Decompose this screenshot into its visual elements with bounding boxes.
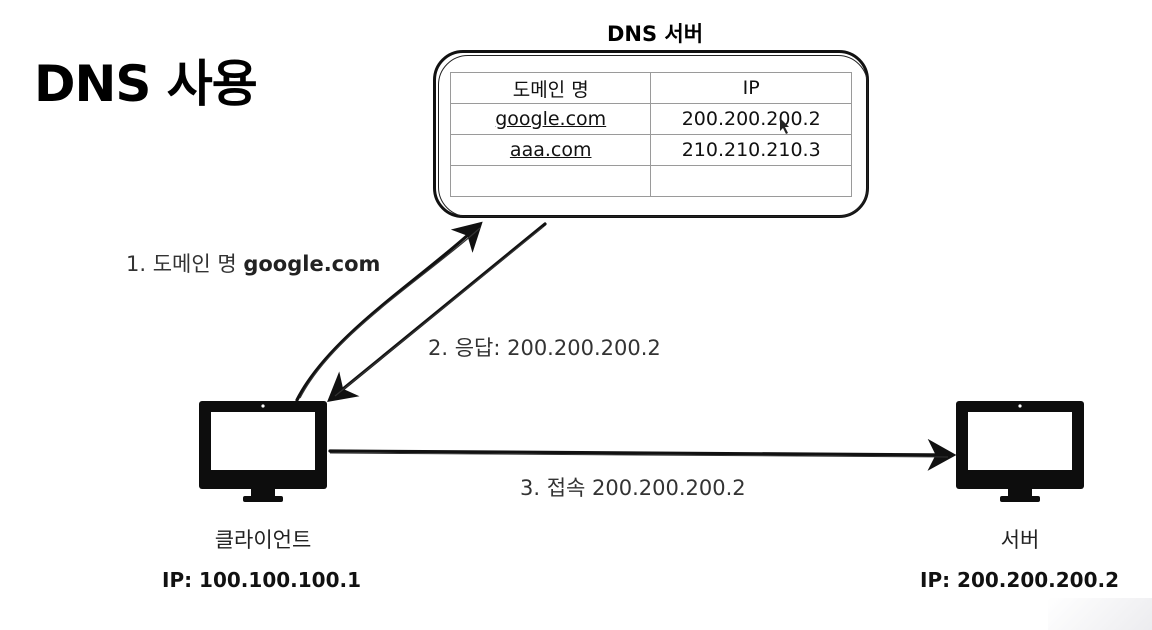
table-cell-ip (650, 165, 852, 197)
arrow-query (295, 221, 483, 402)
table-header-ip: IP (650, 72, 852, 104)
server-ip: IP: 200.200.200.2 (920, 568, 1120, 592)
dns-table: 도메인 명 IP google.com 200.200.200.2 aaa.co… (449, 72, 852, 197)
table-header-row: 도메인 명 IP (449, 72, 852, 104)
table-row (449, 165, 852, 197)
corner-overlay (1048, 598, 1152, 630)
client-monitor-icon (199, 401, 327, 502)
step3-label: 3. 접속 200.200.200.2 (520, 476, 746, 500)
table-row: aaa.com 210.210.210.3 (449, 134, 852, 166)
mouse-cursor-icon (780, 118, 789, 134)
table-row: google.com 200.200.200.2 (449, 103, 852, 135)
step2-label: 2. 응답: 200.200.200.2 (428, 336, 661, 360)
table-cell-domain (449, 165, 652, 197)
table-header-domain: 도메인 명 (449, 72, 652, 104)
step1-domain: google.com (243, 252, 381, 276)
page-title: DNS 사용 (34, 55, 258, 113)
client-ip: IP: 100.100.100.1 (162, 568, 362, 592)
client-label: 클라이언트 (214, 528, 312, 552)
table-cell-ip: 210.210.210.3 (650, 134, 852, 166)
dns-server-caption: DNS 서버 (606, 22, 704, 46)
step1-label: 1. 도메인 명 google.com (126, 248, 380, 278)
server-label: 서버 (1000, 528, 1040, 552)
step1-text: 1. 도메인 명 (126, 252, 244, 276)
arrow-connect (328, 438, 957, 471)
server-monitor-icon (956, 401, 1084, 502)
dns-server-box (433, 50, 869, 218)
